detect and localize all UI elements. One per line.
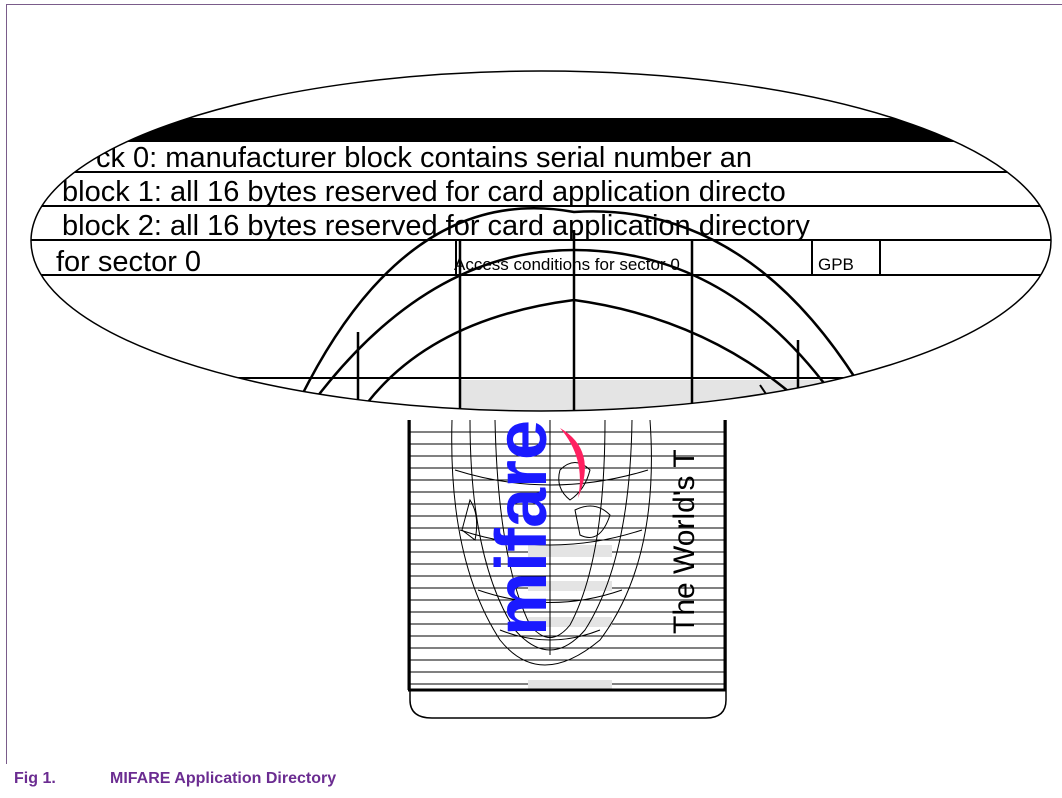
memory-row-3: for sector 0 [56,246,201,278]
shaded-cell [460,380,890,411]
memory-row-lines [31,140,1051,379]
access-conditions-label: Access conditions for sector 0 [454,255,680,274]
mifare-brand-text: mifare [482,420,562,636]
memory-row-0: ck 0: manufacturer block contains serial… [96,142,752,174]
globe-graphic [451,420,652,666]
card-slogan-text: The World's T [668,449,701,634]
lens-outline [30,70,1052,412]
brand-swoosh [560,428,585,498]
memory-row-2: block 2: all 16 bytes reserved for card … [62,210,810,242]
page-frame [6,4,1062,764]
card-body-outline [409,420,727,719]
trailer-dividers [455,240,881,275]
magnified-card-grid [288,207,882,411]
figure-number: Fig 1. [14,770,56,787]
figure-caption: Fig 1. MIFARE Application Directory [14,766,336,792]
memory-row-1: block 1: all 16 bytes reserved for card … [62,176,786,208]
mifare-card: mifare The World's T [407,420,727,719]
magnifier-lens: ck 0: manufacturer block contains serial… [30,70,1052,412]
header-black-band [31,118,1051,140]
figure-title: MIFARE Application Directory [110,770,337,787]
card-shaded-cells [528,545,612,690]
gpb-label: GPB [818,255,854,274]
